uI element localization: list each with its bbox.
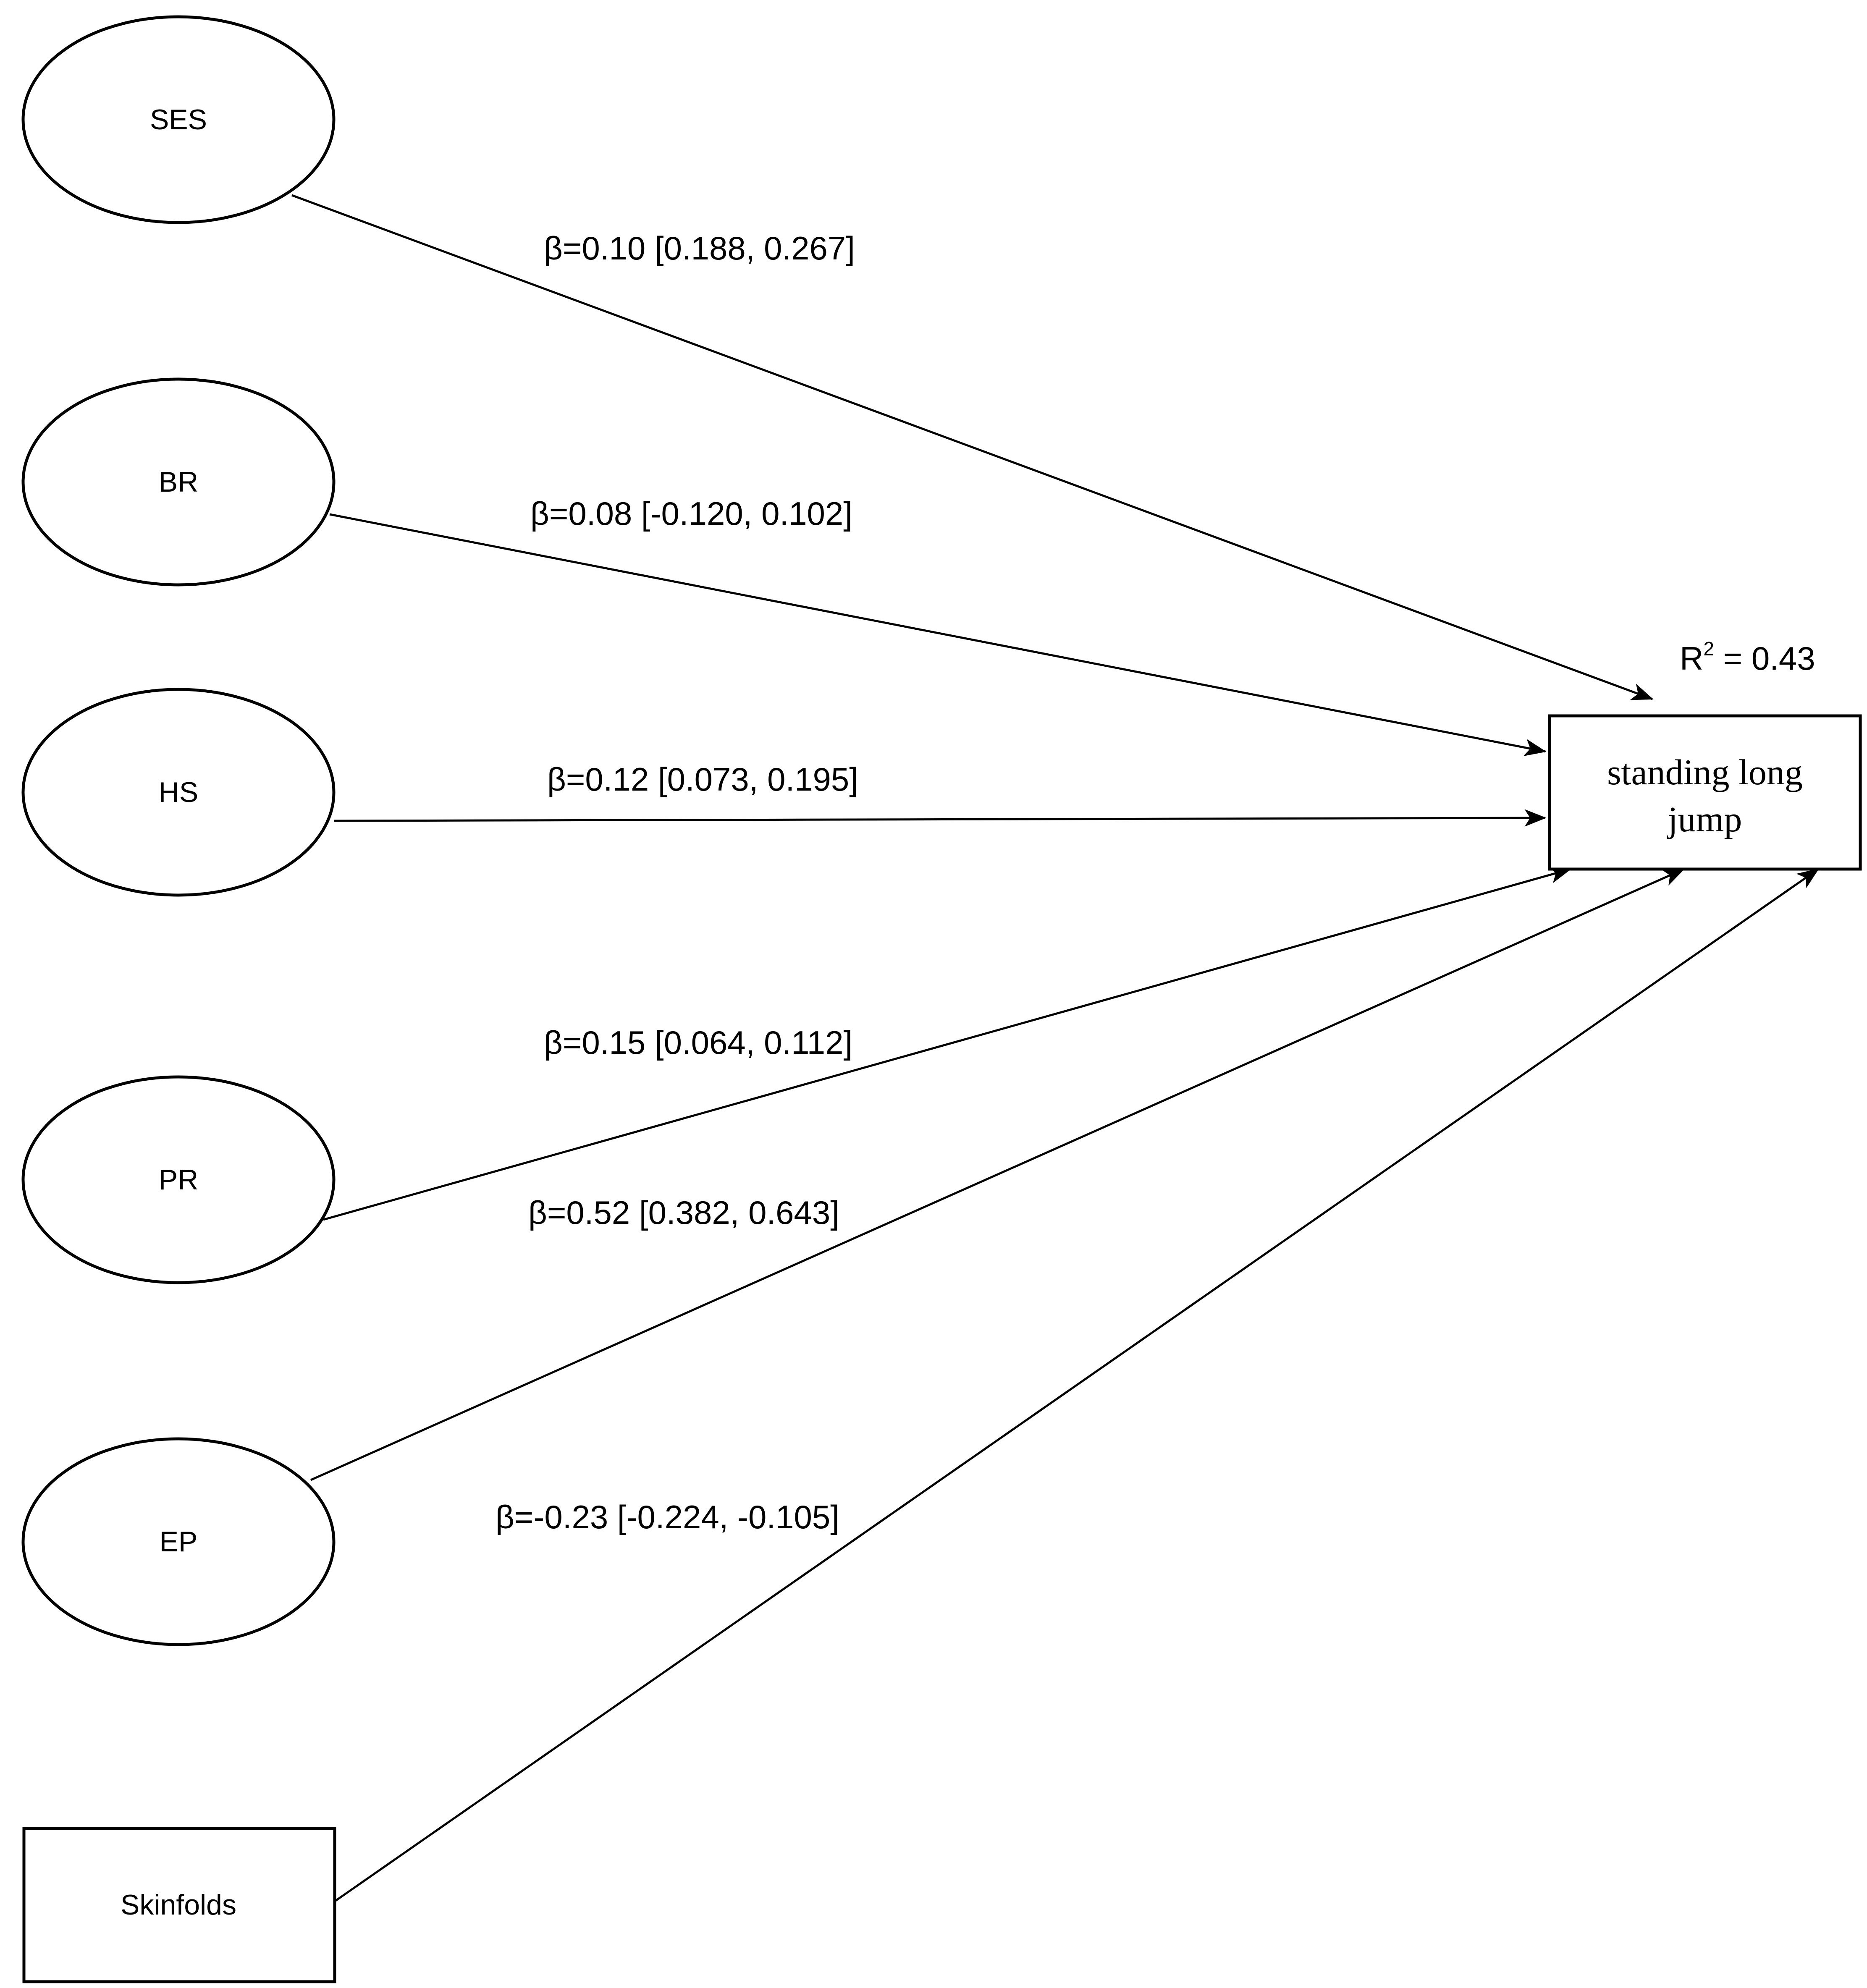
node-br: BR [21,377,336,587]
node-hs-label: HS [159,776,198,808]
node-ep-label: EP [160,1526,198,1558]
node-br-label: BR [159,466,198,498]
node-ep-shape [21,1437,336,1646]
r-squared-prefix: R [1680,640,1703,677]
node-outcome: standing long jump [1548,714,1862,871]
path-br-to-outcome [329,513,1547,756]
r-squared-label: R2 = 0.43 [1680,638,1815,677]
path-label-pr: β=0.15 [0.064, 0.112] [544,1024,852,1061]
node-skinfolds: Skinfolds [22,1827,336,1983]
node-ep: EP [21,1437,336,1646]
path-pr-to-outcome [323,866,1572,1221]
node-pr-shape [21,1075,336,1284]
outcome-label-line1: standing long [1607,752,1803,792]
path-ses-to-outcome [291,194,1654,700]
path-label-skinfolds: β=-0.23 [-0.224, -0.105] [496,1498,839,1535]
edge-labels: β=0.10 [0.188, 0.267] β=0.08 [-0.120, 0.… [496,230,858,1535]
path-label-br: β=0.08 [-0.120, 0.102] [530,495,852,532]
edges [291,194,1820,1903]
path-skinfolds-to-outcome [333,868,1820,1903]
path-hs-to-outcome [333,809,1547,827]
node-pr: PR [21,1075,336,1284]
r-squared-value: = 0.43 [1714,640,1815,677]
node-ses: SES [21,15,336,224]
node-skinfolds-shape [22,1827,336,1983]
path-ep-to-outcome [310,868,1685,1481]
r-squared-superscript: 2 [1703,638,1714,660]
node-hs-shape [21,688,336,897]
node-hs: HS [21,688,336,897]
node-ses-label: SES [150,104,207,136]
node-outcome-shape [1548,714,1862,871]
node-skinfolds-label: Skinfolds [121,1889,236,1921]
node-br-shape [21,377,336,587]
node-pr-label: PR [159,1164,198,1196]
path-label-hs: β=0.12 [0.073, 0.195] [547,761,858,798]
path-label-ses: β=0.10 [0.188, 0.267] [544,230,855,267]
node-ses-shape [21,15,336,224]
outcome-label-line2: jump [1667,799,1742,839]
path-label-ep: β=0.52 [0.382, 0.643] [528,1194,839,1231]
